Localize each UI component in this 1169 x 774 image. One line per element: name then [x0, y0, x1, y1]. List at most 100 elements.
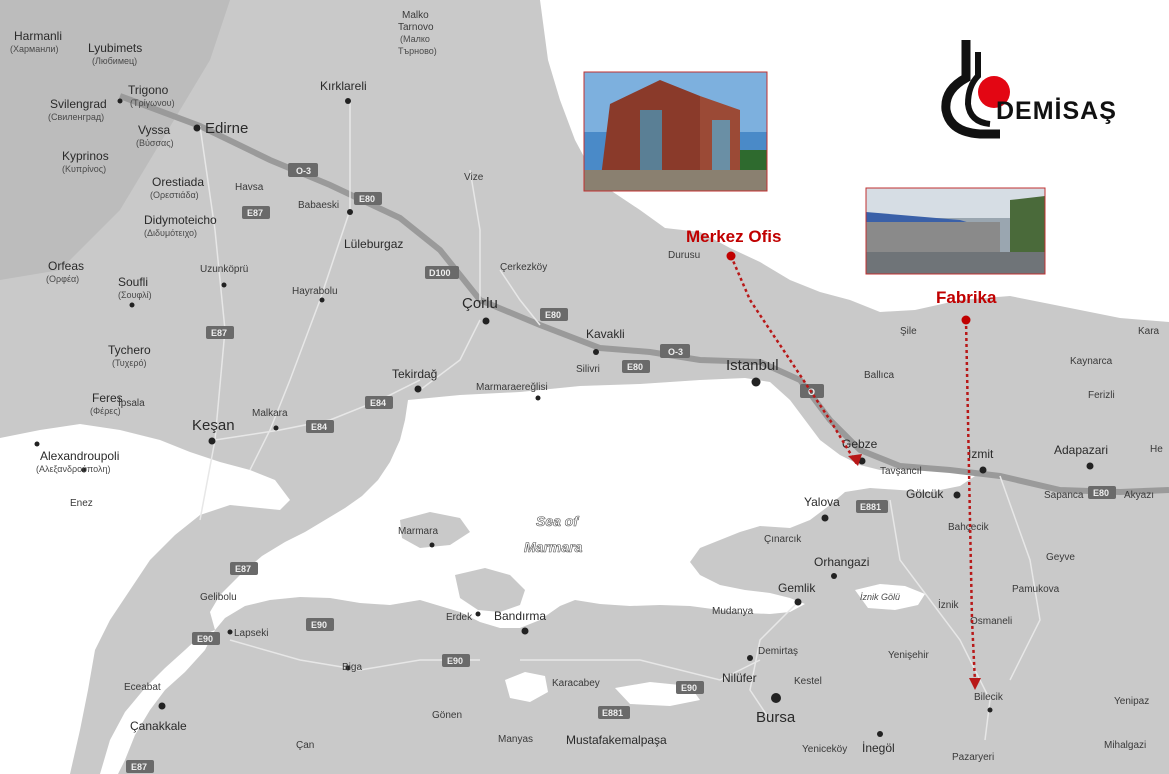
- place-sapanca: Sapanca: [1044, 490, 1084, 501]
- road-shield-e90-c: E90: [442, 654, 470, 667]
- svg-text:E90: E90: [681, 683, 697, 693]
- place-orestiada: Orestiada: [152, 175, 204, 189]
- place-tarnovo: Tarnovo: [398, 22, 434, 33]
- svg-text:E80: E80: [627, 362, 643, 372]
- place-can: Çan: [296, 740, 314, 751]
- place-iznik: İznik: [938, 598, 960, 611]
- place-cerkezkoy: Çerkezköy: [500, 262, 547, 273]
- place-orfeas: Orfeas: [48, 259, 84, 273]
- road-shield-e80-d: E80: [1088, 486, 1116, 499]
- place-gebze: Gebze: [842, 437, 878, 451]
- place-corlu: Çorlu: [462, 295, 498, 312]
- place-sile: Şile: [900, 326, 917, 337]
- place-durusu: Durusu: [668, 250, 700, 261]
- place-kaynarca: Kaynarca: [1070, 356, 1113, 367]
- place-orestiada-gr: (Ορεστιάδα): [150, 190, 199, 200]
- place-feres: Feres: [92, 391, 123, 405]
- svg-text:E87: E87: [235, 564, 251, 574]
- brand-name: DEMİSAŞ: [996, 97, 1117, 125]
- kapidag-peninsula: [455, 568, 525, 612]
- place-golcuk: Gölcük: [906, 487, 944, 501]
- sea-label-line2: Marmara: [524, 539, 583, 555]
- place-kirklareli: Kırklareli: [320, 79, 367, 93]
- road-shield-e84-a: E84: [365, 396, 393, 409]
- place-silivri: Silivri: [576, 364, 600, 375]
- place-didymoteicho-gr: (Διδυμότειχο): [144, 228, 197, 238]
- demisas-logo-icon: [941, 40, 1010, 139]
- place-yenicekoy: Yeniceköy: [802, 744, 847, 755]
- road-shield-e90-a: E90: [306, 618, 334, 631]
- place-feres-gr: (Φέρες): [90, 406, 121, 416]
- svg-text:E80: E80: [545, 310, 561, 320]
- place-tarnovo-cy: Търново): [398, 46, 437, 56]
- place-didymoteicho: Didymoteicho: [144, 213, 217, 227]
- hq-building-photo: [583, 71, 768, 192]
- hq-route-line: [729, 255, 860, 467]
- road-shield-e84-b: E84: [306, 420, 334, 433]
- factory-callout-label: Fabrika: [936, 288, 997, 307]
- place-soufli-gr: (Σουφλί): [118, 290, 152, 300]
- place-gonen: Gönen: [432, 710, 462, 721]
- place-kara: Kara: [1138, 326, 1160, 337]
- place-babaeski: Babaeski: [298, 200, 339, 211]
- place-harmanli: Harmanli: [14, 29, 62, 43]
- place-lyubimets-cy: (Любимец): [92, 56, 137, 66]
- factory-route-line: [964, 319, 977, 683]
- place-bursa: Bursa: [756, 709, 796, 726]
- marmara-island: [400, 512, 470, 548]
- svg-text:E87: E87: [247, 208, 263, 218]
- place-adapazari: Adapazari: [1054, 443, 1108, 457]
- svg-text:E84: E84: [370, 398, 386, 408]
- place-vize: Vize: [464, 172, 484, 183]
- sea-label-line1: Sea of: [536, 513, 579, 529]
- place-havsa: Havsa: [235, 182, 264, 193]
- svg-text:O-3: O-3: [668, 347, 683, 357]
- place-bandirma: Bandırma: [494, 609, 546, 623]
- place-pamukova: Pamukova: [1012, 584, 1060, 595]
- road-shield-e87-b: E87: [206, 326, 234, 339]
- place-erdek: Erdek: [446, 612, 473, 623]
- lake-manyas: [505, 672, 548, 702]
- road-shield-o3-a: O-3: [288, 163, 318, 177]
- place-manyas: Manyas: [498, 734, 533, 745]
- place-gemlik: Gemlik: [778, 581, 816, 595]
- place-edirne: Edirne: [205, 120, 248, 137]
- place-demirtas: Demirtaş: [758, 646, 798, 657]
- svg-text:E90: E90: [447, 656, 463, 666]
- hq-callout-label: Merkez Ofis: [686, 227, 781, 246]
- road-shield-d100: D100: [425, 266, 459, 279]
- place-lapseki: Lapseki: [234, 628, 268, 639]
- svg-text:D100: D100: [429, 268, 451, 278]
- place-yalova: Yalova: [804, 495, 840, 509]
- sea-of-marmara: [210, 378, 975, 630]
- svg-text:E80: E80: [359, 194, 375, 204]
- place-trigono: Trigono: [128, 83, 169, 97]
- place-alexandroupoli: Alexandroupoli: [40, 449, 119, 463]
- place-tavsancil: Tavşancıl: [880, 466, 922, 477]
- place-eceabat: Eceabat: [124, 682, 161, 693]
- place-malkara: Malkara: [252, 408, 288, 419]
- place-canakkale: Çanakkale: [130, 719, 187, 733]
- place-nilufer: Nilüfer: [722, 671, 757, 685]
- place-kestel: Kestel: [794, 676, 822, 687]
- road-shield-e87-a: E87: [242, 206, 270, 219]
- svg-text:E881: E881: [602, 708, 623, 718]
- road-shield-e90-d: E90: [676, 681, 704, 694]
- place-alexandroupoli-gr: (Αλεξανδρούπολη): [36, 464, 110, 474]
- place-tekirdag: Tekirdağ: [392, 367, 437, 381]
- place-osmaneli: Osmaneli: [970, 616, 1012, 627]
- place-orfeas-gr: (Ορφέα): [46, 274, 79, 284]
- svg-text:E90: E90: [311, 620, 327, 630]
- svg-text:O-3: O-3: [296, 166, 311, 176]
- place-karacabey: Karacabey: [552, 678, 600, 689]
- place-marmara: Marmara: [398, 526, 438, 537]
- place-pazaryeri: Pazaryeri: [952, 752, 994, 763]
- road-shield-e80-b: E80: [540, 308, 568, 321]
- aegean-sea: [0, 424, 290, 774]
- place-orhangazi: Orhangazi: [814, 555, 869, 569]
- place-ipsala: İpsala: [118, 396, 145, 409]
- place-mudanya: Mudanya: [712, 606, 754, 617]
- place-marmaraereglisi: Marmaraereğlisi: [476, 382, 548, 393]
